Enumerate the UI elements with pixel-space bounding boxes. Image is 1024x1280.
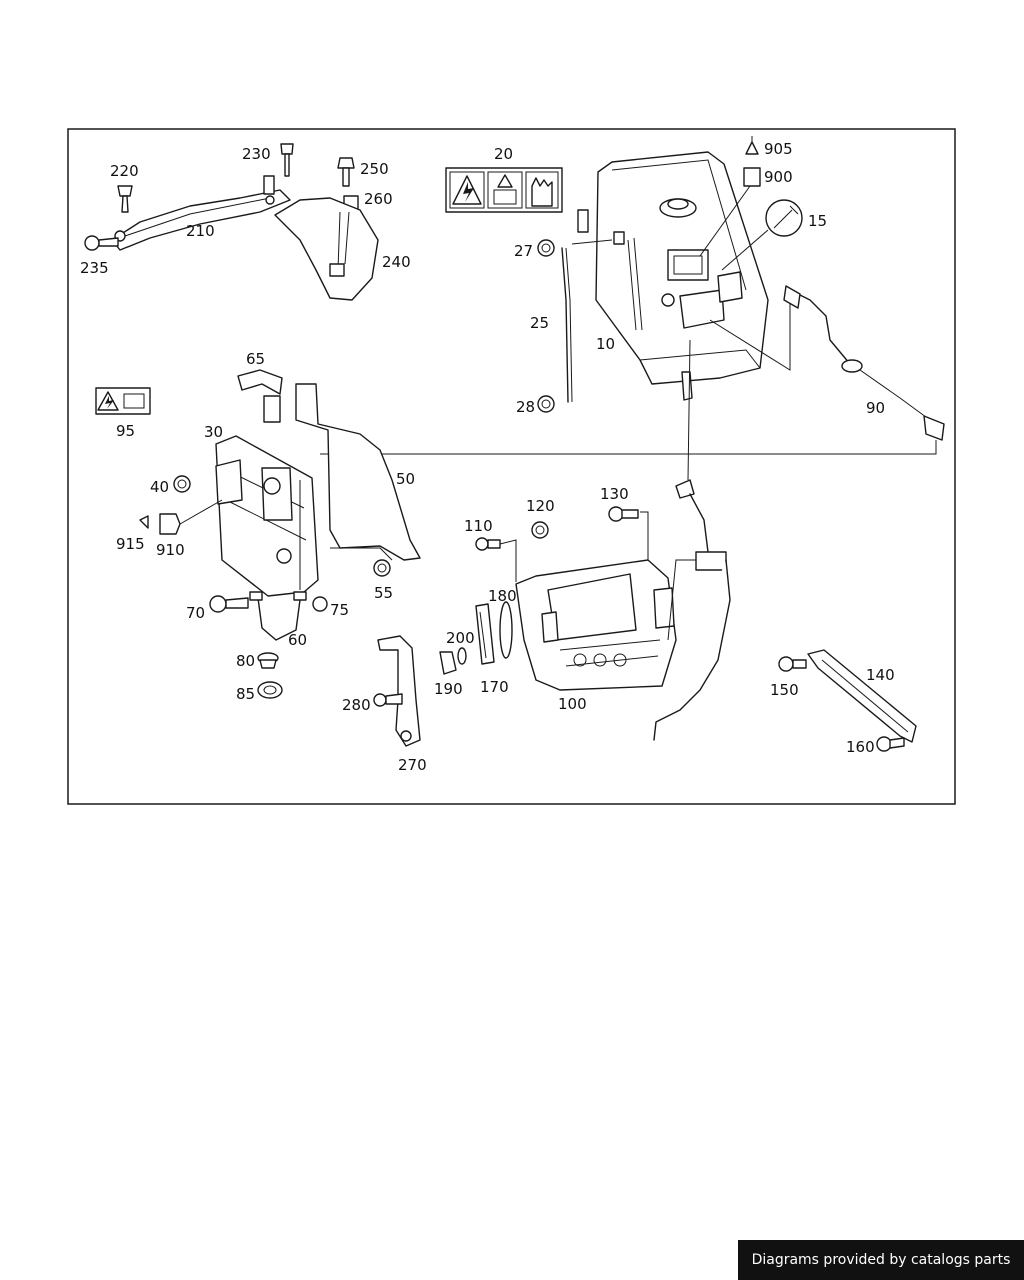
callout-95: 95 (116, 422, 135, 440)
callout-235: 235 (80, 259, 109, 277)
hose-60 (249, 591, 307, 641)
gasket-170 (475, 603, 495, 665)
nut-120 (531, 521, 549, 539)
callout-230: 230 (242, 145, 271, 163)
charger-100 (515, 559, 677, 691)
ring-200 (457, 647, 467, 665)
bracket-assembly-210 (111, 175, 291, 251)
callout-110: 110 (464, 517, 493, 535)
connector-900 (743, 167, 761, 187)
callout-90: 90 (866, 399, 885, 417)
bolt-160 (876, 736, 905, 752)
callout-55: 55 (374, 584, 393, 602)
callout-70: 70 (186, 604, 205, 622)
callout-905: 905 (764, 140, 793, 158)
callout-910: 910 (156, 541, 185, 559)
callout-220: 220 (110, 162, 139, 180)
callout-75: 75 (330, 601, 349, 619)
callout-80: 80 (236, 652, 255, 670)
bolt-235 (84, 235, 119, 251)
callout-250: 250 (360, 160, 389, 178)
tool-icon-15 (765, 199, 803, 237)
callout-180: 180 (488, 587, 517, 605)
footer-text: Diagrams provided by catalogs parts (751, 1252, 1011, 1268)
callout-240: 240 (382, 253, 411, 271)
strap-140 (807, 649, 917, 743)
callout-10: 10 (596, 335, 615, 353)
grommet-40 (173, 475, 191, 493)
callout-85: 85 (236, 685, 255, 703)
bolt-70 (209, 595, 249, 613)
heat-shield-240 (274, 197, 379, 301)
clamp-85 (257, 681, 283, 699)
bolt-150 (778, 656, 807, 672)
part-190 (439, 651, 457, 675)
control-unit-30 (215, 435, 319, 597)
callout-50: 50 (396, 470, 415, 488)
callout-40: 40 (150, 478, 169, 496)
callout-60: 60 (288, 631, 307, 649)
callout-200: 200 (446, 629, 475, 647)
callout-280: 280 (342, 696, 371, 714)
bracket-270 (377, 635, 421, 747)
connector-910 (159, 513, 181, 535)
callout-150: 150 (770, 681, 799, 699)
callout-25: 25 (530, 314, 549, 332)
callout-210: 210 (186, 222, 215, 240)
cable-25 (561, 231, 625, 403)
callout-260: 260 (364, 190, 393, 208)
grommet-27 (537, 239, 555, 257)
bolt-110 (475, 537, 501, 551)
charger-cable (653, 479, 731, 741)
plug-80 (257, 652, 279, 669)
bracket-50 (295, 383, 421, 561)
callout-900: 900 (764, 168, 793, 186)
grommet-28 (537, 395, 555, 413)
callout-190: 190 (434, 680, 463, 698)
callout-915: 915 (116, 535, 145, 553)
callout-27: 27 (514, 242, 533, 260)
symbol-915 (139, 515, 149, 529)
footer-banner: Diagrams provided by catalogs parts (738, 1240, 1024, 1280)
bolt-280 (373, 693, 403, 707)
callout-20: 20 (494, 145, 513, 163)
cable-90 (783, 285, 945, 441)
callout-120: 120 (526, 497, 555, 515)
nut-55 (373, 559, 391, 577)
seal-180 (499, 601, 513, 659)
symbol-905 (745, 136, 759, 155)
callout-130: 130 (600, 485, 629, 503)
callout-170: 170 (480, 678, 509, 696)
bolt-130 (608, 506, 639, 522)
warning-label-95 (95, 387, 151, 415)
nut-75 (312, 596, 328, 612)
bolt-220 (117, 185, 133, 213)
callout-65: 65 (246, 350, 265, 368)
callout-160: 160 (846, 738, 875, 756)
callout-30: 30 (204, 423, 223, 441)
callout-140: 140 (866, 666, 895, 684)
bolt-230 (280, 143, 294, 177)
callout-15: 15 (808, 212, 827, 230)
nut-250 (337, 157, 355, 187)
clip-65 (237, 369, 283, 423)
warning-label-20 (445, 167, 563, 213)
callout-28: 28 (516, 398, 535, 416)
callout-100: 100 (558, 695, 587, 713)
callout-270: 270 (398, 756, 427, 774)
